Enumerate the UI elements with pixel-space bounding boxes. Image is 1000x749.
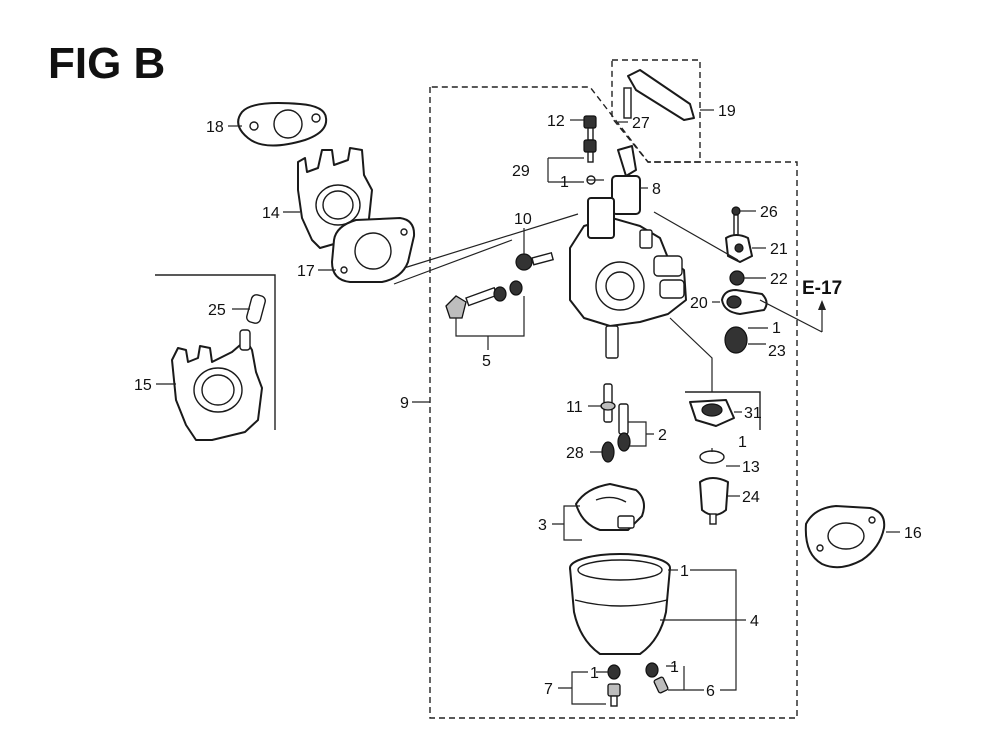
part-21-cap	[725, 234, 753, 263]
callout-24: 24	[742, 489, 760, 506]
callout-1-e: 1	[670, 659, 679, 676]
callout-7: 7	[544, 681, 553, 698]
part-12-screw	[583, 115, 597, 141]
part-2-jet-set	[617, 403, 631, 452]
part-10-screw	[515, 251, 554, 271]
part-26-screw	[731, 206, 741, 238]
part-19-choke-lever	[623, 69, 695, 121]
part-29-screw	[583, 139, 597, 185]
callout-11: 11	[566, 399, 583, 416]
part-31-float-valve-seat	[689, 399, 735, 427]
callout-25: 25	[208, 302, 226, 319]
callout-1-b: 1	[772, 320, 781, 337]
part-18-gasket	[237, 102, 328, 147]
callout-2: 2	[658, 427, 667, 444]
callout-18: 18	[206, 119, 224, 136]
part-20-valve	[721, 289, 768, 315]
callout-9: 9	[400, 395, 409, 412]
part-4-float-bowl	[569, 553, 671, 655]
callout-1-f: 1	[590, 665, 599, 682]
callout-29: 29	[512, 163, 530, 180]
part-5-pilot-screw-set	[445, 280, 523, 319]
callout-20: 20	[690, 295, 708, 312]
part-16-gasket	[804, 505, 886, 569]
part-7-drain-bolt	[607, 664, 621, 707]
callout-15: 15	[134, 377, 152, 394]
callout-23: 23	[768, 343, 786, 360]
callout-1-a: 1	[560, 174, 569, 191]
callout-8: 8	[652, 181, 661, 198]
part-13-o-ring	[699, 450, 725, 464]
callout-14: 14	[262, 205, 280, 222]
callout-12: 12	[547, 113, 565, 130]
part-6-drain-screw	[645, 662, 669, 694]
callout-4: 4	[750, 613, 759, 630]
callout-27: 27	[632, 115, 650, 132]
callout-5: 5	[482, 353, 491, 370]
callout-28: 28	[566, 445, 584, 462]
callout-21: 21	[770, 241, 788, 258]
callout-3: 3	[538, 517, 547, 534]
assembly-boundary	[155, 59, 798, 719]
part-28-nozzle	[601, 441, 615, 463]
part-25-tube	[246, 294, 266, 324]
part-3-float	[575, 483, 645, 531]
callout-17: 17	[297, 263, 315, 280]
part-22-nut	[729, 270, 745, 286]
carburetor-body	[569, 197, 687, 359]
callout-6: 6	[706, 683, 715, 700]
callout-31: 31	[744, 405, 762, 422]
callout-13: 13	[742, 459, 760, 476]
callout-22: 22	[770, 271, 788, 288]
callout-1-c: 1	[738, 434, 747, 451]
callout-19: 19	[718, 103, 736, 120]
part-24-float-valve	[699, 477, 729, 525]
callout-10: 10	[514, 211, 532, 228]
leader-lines	[156, 109, 900, 705]
callout-labels: 18 14 17 25 15 16 19 12 27 29 1 8 10 5 2…	[134, 103, 922, 700]
figure-title: FIG B	[48, 39, 165, 88]
part-23-filter	[724, 326, 748, 354]
part-17-gasket	[331, 217, 416, 283]
part-8-bracket	[611, 145, 641, 215]
callout-1-d: 1	[680, 563, 689, 580]
cross-reference-label: E-17	[802, 278, 842, 299]
callout-16: 16	[904, 525, 922, 542]
callout-26: 26	[760, 204, 778, 221]
part-11-main-jet	[600, 383, 616, 423]
part-15-insulator	[171, 329, 263, 441]
